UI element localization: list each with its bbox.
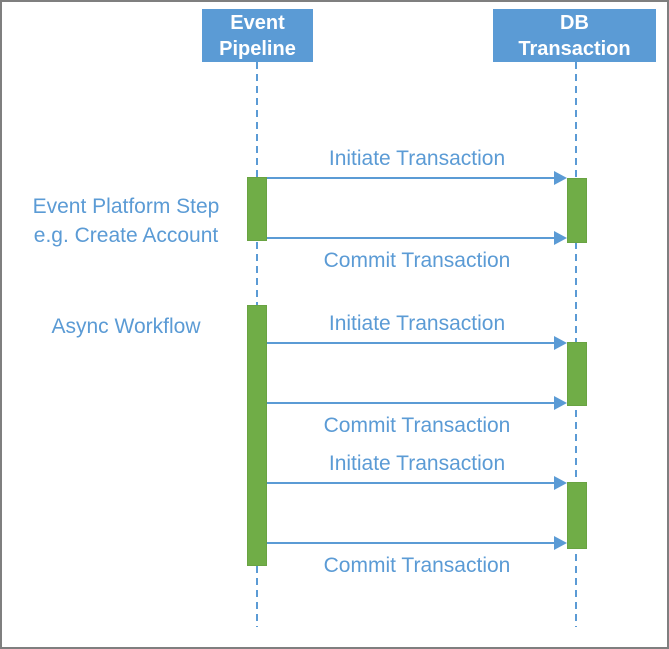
activation-db-transaction-2 bbox=[567, 342, 587, 406]
arrowhead-right-icon bbox=[554, 231, 567, 245]
participant-db-transaction: DB Transaction bbox=[493, 9, 656, 62]
participant-event-pipeline-line1: Event bbox=[230, 12, 285, 34]
annotation-line1: Event Platform Step bbox=[32, 195, 220, 218]
arrowhead-right-icon bbox=[554, 396, 567, 410]
message-arrow-line bbox=[267, 402, 562, 404]
arrowhead-right-icon bbox=[554, 171, 567, 185]
message-label: Initiate Transaction bbox=[328, 147, 506, 170]
message-arrow-line bbox=[267, 542, 562, 544]
participant-event-pipeline-line2: Pipeline bbox=[219, 38, 296, 60]
message-label: Initiate Transaction bbox=[328, 452, 506, 475]
activation-async-workflow bbox=[247, 305, 267, 566]
participant-db-transaction-line1: DB bbox=[560, 12, 589, 34]
message-label: Initiate Transaction bbox=[328, 312, 506, 335]
annotation-event-platform-step: Event Platform Step e.g. Create Account bbox=[10, 192, 242, 250]
activation-db-transaction-3 bbox=[567, 482, 587, 549]
message-label: Commit Transaction bbox=[323, 414, 511, 437]
message-arrow-line bbox=[267, 177, 562, 179]
arrowhead-right-icon bbox=[554, 536, 567, 550]
message-arrow-line bbox=[267, 237, 562, 239]
arrowhead-right-icon bbox=[554, 336, 567, 350]
annotation-async-workflow: Async Workflow bbox=[10, 312, 242, 341]
activation-event-step bbox=[247, 177, 267, 241]
message-label: Commit Transaction bbox=[323, 554, 511, 577]
message-label: Commit Transaction bbox=[323, 249, 511, 272]
activation-db-transaction-1 bbox=[567, 178, 587, 243]
annotation-line2: e.g. Create Account bbox=[33, 224, 219, 247]
participant-db-transaction-line2: Transaction bbox=[518, 38, 631, 60]
arrowhead-right-icon bbox=[554, 476, 567, 490]
participant-event-pipeline: Event Pipeline bbox=[202, 9, 313, 62]
message-arrow-line bbox=[267, 482, 562, 484]
message-arrow-line bbox=[267, 342, 562, 344]
annotation-line1: Async Workflow bbox=[51, 315, 201, 338]
